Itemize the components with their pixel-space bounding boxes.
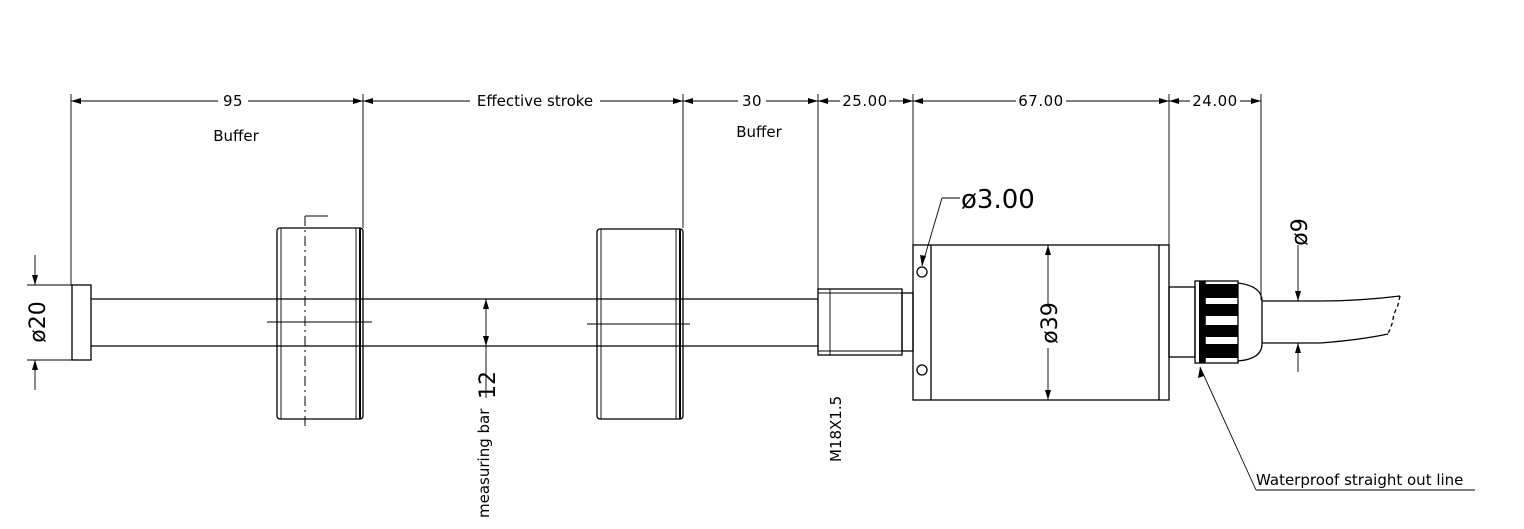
cable: [1262, 295, 1401, 344]
thread-label: M18X1.5: [827, 396, 845, 462]
measuring-bar-label: measuring bar: [475, 408, 493, 518]
waterproof-leader: Waterproof straight out line: [1198, 366, 1475, 491]
dim-phi3: ø3.00: [920, 185, 1035, 267]
dim-phi39: ø39: [1038, 245, 1063, 400]
dim-bar12-text: 12: [476, 371, 501, 399]
dim-phi9-text: ø9: [1288, 218, 1313, 245]
dim-phi20: ø20: [26, 255, 72, 390]
top-dimension-chain: 95 Effective stroke 30 25.00 67.00 24.00: [70, 92, 1262, 300]
dim-phi3-text: ø3.00: [961, 185, 1035, 215]
dim-24: 24.00: [1192, 92, 1237, 110]
float-left: [267, 215, 372, 430]
housing: [912, 244, 1170, 401]
cable-gland: [1168, 280, 1263, 364]
end-cap: [71, 284, 92, 361]
dim-95: 95: [223, 92, 243, 110]
dim-30: 30: [742, 92, 762, 110]
dim-phi20-text: ø20: [26, 301, 51, 342]
dim-effective-stroke: Effective stroke: [477, 92, 593, 110]
measuring-bar: [91, 298, 818, 347]
dim-25: 25.00: [842, 92, 887, 110]
waterproof-label: Waterproof straight out line: [1256, 471, 1463, 489]
dim-phi39-text: ø39: [1038, 302, 1063, 343]
dim-bar12: 12 measuring bar: [475, 299, 501, 518]
dim-phi9: ø9: [1288, 218, 1313, 372]
thread-fitting: M18X1.5: [817, 288, 914, 462]
dim-67: 67.00: [1018, 92, 1063, 110]
float-right: [587, 228, 690, 420]
buffer-label-right: Buffer: [736, 123, 782, 141]
buffer-label-left: Buffer: [213, 127, 259, 145]
